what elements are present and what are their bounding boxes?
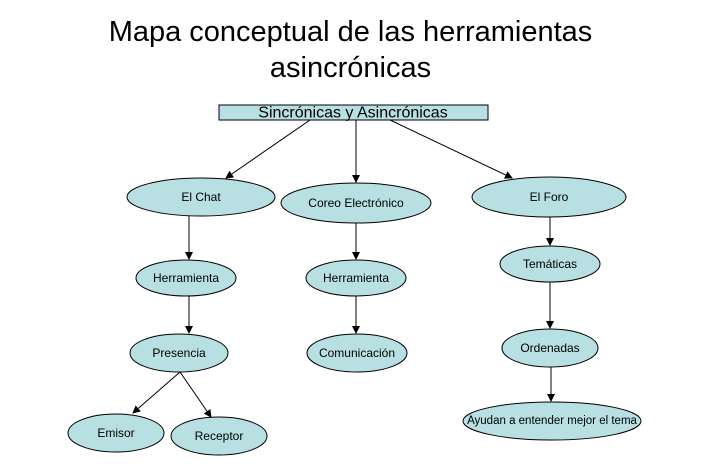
node-label: Comunicación <box>319 346 395 360</box>
node-label: Temáticas <box>523 257 577 271</box>
node-presencia: Presencia <box>129 333 229 373</box>
title-line-2: asincrónicas <box>269 52 432 84</box>
node-ordenadas: Ordenadas <box>501 328 599 368</box>
node-label: Ordenadas <box>520 341 579 355</box>
node-tematicas: Temáticas <box>499 245 601 283</box>
root-label: Sincrónicas y Asincrónicas <box>258 105 447 122</box>
node-label: El Chat <box>181 190 221 204</box>
node-label: Emisor <box>97 426 134 440</box>
node-label: Coreo Electrónico <box>308 196 404 210</box>
root-node: Sincrónicas y Asincrónicas <box>218 104 489 122</box>
node-label: Herramienta <box>323 271 389 285</box>
edge-root-foro <box>389 119 513 179</box>
edge-presencia-emisor <box>132 371 181 414</box>
node-comunicacion: Comunicación <box>306 333 408 373</box>
edges <box>132 119 555 418</box>
node-receptor: Receptor <box>170 416 268 456</box>
node-emisor: Emisor <box>67 413 165 453</box>
node-label: Receptor <box>195 429 244 443</box>
node-ayudan: Ayudan a entender mejor el tema <box>462 401 642 441</box>
node-chat: El Chat <box>126 177 276 217</box>
node-label: Herramienta <box>153 271 219 285</box>
node-label: Ayudan a entender mejor el tema <box>467 415 637 427</box>
title-line-1: Mapa conceptual de las herramientas <box>108 16 593 48</box>
node-correo: Coreo Electrónico <box>280 182 432 224</box>
edge-root-chat <box>225 119 311 179</box>
node-label: El Foro <box>530 190 569 204</box>
page-title: Mapa conceptual de las herramientas asin… <box>0 14 701 86</box>
edge-presencia-receptor <box>179 371 212 418</box>
node-label: Presencia <box>152 346 206 360</box>
node-herramienta-1: Herramienta <box>135 259 237 297</box>
node-foro: El Foro <box>471 176 627 218</box>
node-herramienta-2: Herramienta <box>305 259 407 297</box>
